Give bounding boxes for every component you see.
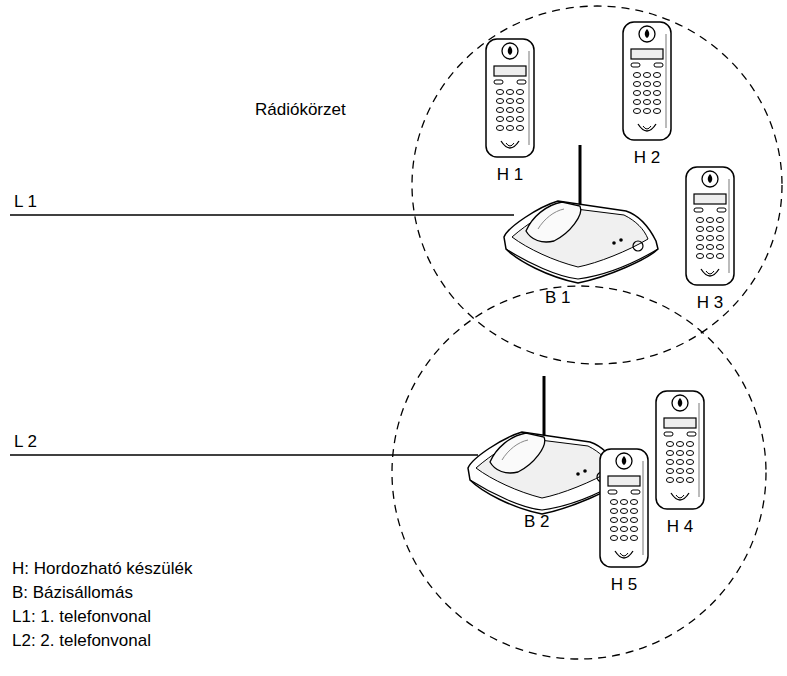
zone-outline <box>392 286 766 659</box>
handset-graphic <box>617 20 677 170</box>
line-label: L 1 <box>14 192 37 212</box>
base-illustration <box>468 376 622 514</box>
handset-illustration <box>656 391 704 509</box>
line-label: L 2 <box>14 432 37 452</box>
portable-handset: H 4 <box>650 389 710 539</box>
key-entry: L1: 1. telefonvonal <box>12 607 151 627</box>
handset-illustration <box>686 167 734 285</box>
handset-illustration <box>486 39 534 157</box>
handset-graphic <box>650 389 710 539</box>
zone-outline <box>412 6 782 364</box>
device-label: H 1 <box>497 165 523 185</box>
key-entry: L2: 2. telefonvonal <box>12 631 151 651</box>
device-label: H 2 <box>634 148 660 168</box>
key-entry: B: Bázisállomás <box>12 583 133 603</box>
telephone-line <box>10 214 514 215</box>
handset-graphic <box>480 37 540 187</box>
base-graphic <box>498 145 663 310</box>
device-label: B 2 <box>524 512 550 532</box>
base-station: B 1 <box>498 145 663 310</box>
handset-graphic <box>594 447 654 597</box>
device-label: H 3 <box>697 293 723 313</box>
portable-handset: H 5 <box>594 447 654 597</box>
zone-label: Rádiókörzet <box>255 100 346 120</box>
handset-illustration <box>600 449 648 567</box>
portable-handset: H 2 <box>617 20 677 170</box>
handset-illustration <box>623 22 671 140</box>
radio-zone: B 2 H 4 H 5 <box>390 284 768 661</box>
portable-handset: H 3 <box>680 165 740 315</box>
device-label: B 1 <box>545 288 571 308</box>
device-label: H 4 <box>667 517 693 537</box>
handset-graphic <box>680 165 740 315</box>
telephone-line <box>10 454 478 455</box>
portable-handset: H 1 <box>480 37 540 187</box>
base-illustration <box>504 145 658 283</box>
device-label: H 5 <box>611 575 637 595</box>
radio-zone: RádiókörzetH 1H 2B 1H 3 <box>410 4 784 366</box>
key-entry: H: Hordozható készülék <box>12 559 192 579</box>
